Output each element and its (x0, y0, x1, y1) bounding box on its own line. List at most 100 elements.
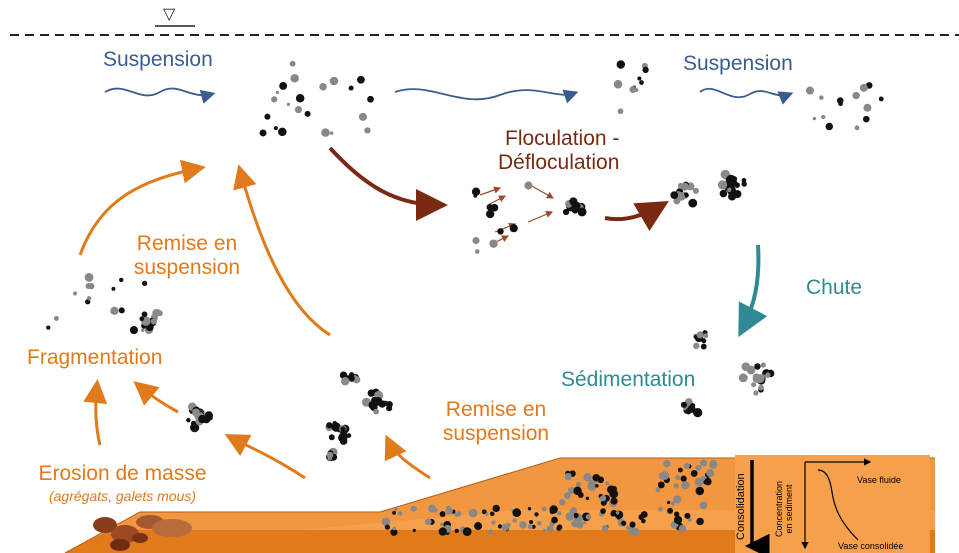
floc-dot (688, 198, 698, 208)
floc-dot (88, 283, 95, 290)
floc-dot (546, 525, 554, 533)
floc-dot (190, 420, 196, 426)
floc-dot (551, 516, 558, 524)
floc-dot (198, 414, 207, 424)
floc-dot (381, 517, 391, 527)
floc-dot (340, 377, 350, 386)
floc-dot (486, 203, 494, 211)
floc-dot (271, 96, 278, 103)
floc-dot (700, 459, 708, 467)
floc-dot (680, 182, 689, 191)
floc-dot (368, 400, 378, 410)
floc-dot (454, 512, 459, 517)
inset-vase-consolidee: Vase consolidée (838, 541, 904, 551)
label-fragmentation: Fragmentation (27, 346, 163, 369)
inset-vase-fluide: Vase fluide (857, 475, 901, 485)
resuspension-arrow-outer (78, 159, 206, 256)
floc-dot (295, 93, 305, 103)
floc-particles (46, 60, 884, 537)
floc-dot (617, 108, 624, 115)
floc-dot (259, 129, 267, 137)
floc-dot (570, 471, 574, 475)
floc-dot (273, 126, 278, 131)
floc-dot (129, 326, 138, 335)
floc-dot (570, 204, 579, 213)
floc-dot (353, 376, 361, 384)
floc-dot (675, 475, 681, 481)
floc-dot (638, 514, 645, 520)
flocculation-arrow-in (328, 146, 448, 221)
floc-dot (111, 286, 116, 291)
floc-dot (186, 417, 191, 423)
floc-dot (472, 236, 480, 245)
floc-dot (501, 523, 509, 532)
floc-dot (118, 307, 125, 314)
floc-dot (497, 228, 504, 235)
floc-dot (683, 462, 690, 469)
floc-dot (331, 422, 341, 432)
floc-dot (424, 518, 432, 526)
floc-dot (699, 501, 708, 510)
floc-dot (616, 60, 626, 69)
floc-dot (610, 511, 616, 517)
floc-dot (392, 526, 397, 531)
floc-dot (600, 508, 606, 514)
floc-dot (629, 86, 637, 93)
floc-dot (119, 277, 124, 283)
floc-dot (373, 408, 380, 415)
chute-arrow (738, 244, 768, 338)
floc-dot (601, 525, 609, 532)
floc-dot (278, 127, 287, 137)
floc-dot (693, 407, 703, 418)
floc-dot (704, 477, 712, 486)
floc-dot (491, 204, 497, 209)
floc-dot (657, 481, 665, 489)
floc-dot (489, 511, 495, 517)
floc-dot (141, 311, 148, 318)
inset-consolidation: Consolidation (735, 473, 747, 540)
label-suspension-right: Suspension (683, 52, 793, 75)
floc-dot (492, 504, 500, 513)
water-level-symbol: ▽ (163, 6, 176, 23)
floc-dot (677, 193, 686, 201)
inset-axis-label: Concentration en sediment (774, 481, 795, 537)
floc-dot (84, 273, 94, 282)
floc-dot (279, 82, 288, 90)
floc-dot (357, 75, 365, 84)
flocculation-arrow-out (604, 200, 669, 231)
floc-dot (681, 481, 690, 490)
floc-dot (863, 103, 872, 112)
floc-dot (610, 497, 618, 505)
floc-dot (304, 110, 311, 117)
floc-dot (340, 429, 348, 437)
label-floculation: Floculation - Défloculation (498, 127, 635, 175)
floc-dot (445, 507, 453, 515)
floc-dot (438, 527, 447, 536)
fragmentation-arrow-2 (133, 381, 179, 414)
label-remise-right: Remise en suspension (435, 398, 557, 446)
floc-dot (497, 524, 503, 529)
floc-dot (597, 476, 605, 484)
floc-dot (573, 512, 579, 519)
floc-dot (695, 486, 705, 496)
floc-dot (519, 521, 527, 529)
floc-dot (573, 486, 582, 496)
floc-dot (726, 187, 732, 192)
floc-dot (394, 507, 398, 512)
floc-dot (753, 390, 759, 396)
floc-dot (863, 115, 870, 123)
floc-dot (677, 467, 683, 473)
label-erosion-line1: Erosion de masse (38, 462, 207, 485)
fragmentation-arrow-1 (83, 379, 108, 446)
floc-dot (290, 74, 299, 83)
floc-dot (53, 315, 59, 321)
floc-dot (150, 318, 158, 325)
floc-dot (673, 511, 680, 517)
floc-dot (392, 510, 397, 515)
floc-dot (583, 473, 592, 482)
floc-dot (326, 422, 333, 429)
floc-dot (390, 528, 398, 536)
floc-dot (524, 181, 533, 190)
floc-dot (73, 291, 78, 296)
floc-dot (819, 95, 824, 100)
